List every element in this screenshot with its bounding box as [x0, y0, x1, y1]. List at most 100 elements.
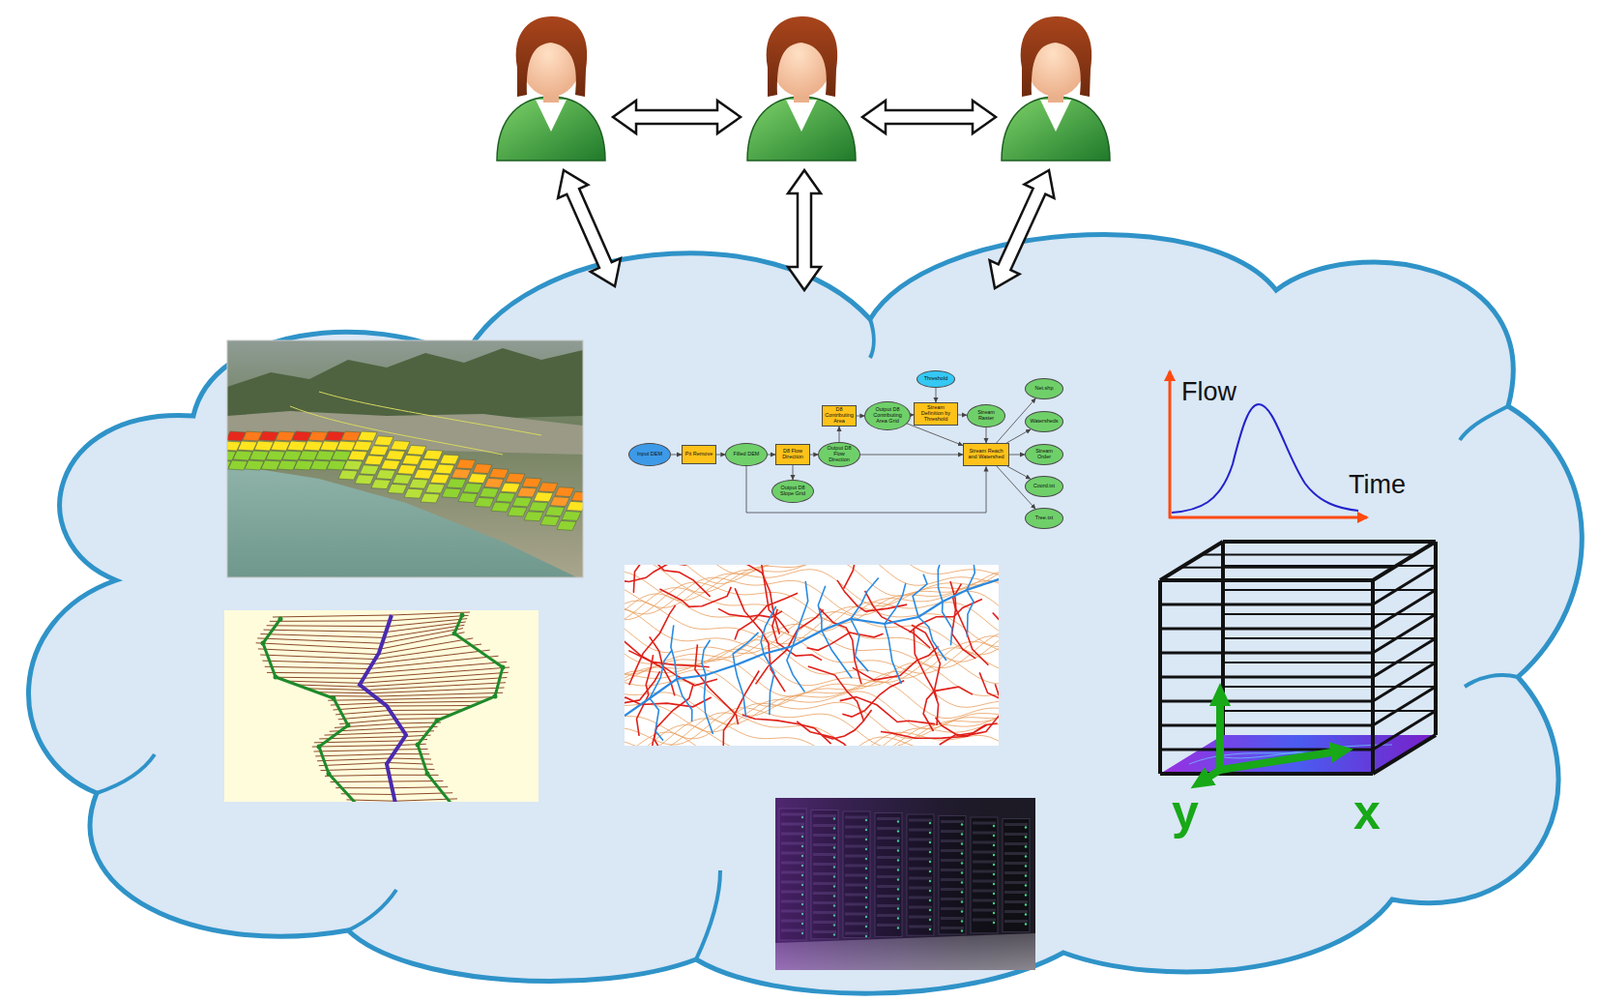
ridge-line: [624, 564, 687, 582]
connector: [746, 465, 987, 513]
connector: [860, 454, 963, 456]
cross-section-line: [314, 739, 428, 743]
grid-tile: [435, 464, 455, 474]
text-holder: Filled DEM: [729, 451, 763, 458]
grid-line: [1222, 588, 1436, 591]
grid-line: [1181, 566, 1395, 569]
grid-tile: [561, 510, 582, 521]
grid-tile: [408, 478, 429, 489]
grid-line: [1160, 541, 1223, 581]
cross-section-line: [272, 611, 470, 617]
grid-line: [1222, 685, 1436, 688]
stream-line: [676, 678, 693, 722]
contour-line: [624, 712, 999, 746]
data-ellipse: Output D8 Slope Grid: [771, 479, 814, 503]
text-holder: Output D8 Slope Grid: [776, 485, 810, 497]
ridge-line: [923, 686, 973, 731]
free-label: x: [1353, 785, 1381, 842]
stream-line: [649, 649, 672, 699]
grid-line: [1372, 541, 1436, 581]
data-ellipse: Coord.txt: [1024, 475, 1064, 497]
grid-tile: [380, 460, 401, 470]
cross-section-line: [284, 671, 509, 683]
grid-tile: [472, 464, 493, 474]
node-label: Output D8 Contributing Area Grid: [870, 407, 906, 424]
grid-line: [1160, 627, 1373, 631]
grid-tile: [338, 469, 358, 480]
grid-tile: [441, 488, 462, 498]
text-holder: Stream Definition by Threshold: [916, 405, 957, 422]
data-ellipse: Net.shp: [1024, 378, 1064, 400]
grid-tile: [387, 483, 408, 494]
stream-network-map: [624, 564, 999, 746]
stream-line: [884, 582, 906, 624]
bank-point: [435, 718, 440, 724]
grid-tile: [463, 483, 483, 494]
connector: [935, 387, 937, 403]
grid-line: [1160, 651, 1373, 655]
grid-tile: [451, 468, 471, 479]
ridge-line: [979, 669, 999, 699]
grid-tile: [371, 479, 391, 490]
ridge-line: [629, 605, 676, 685]
ridge-line: [992, 612, 999, 670]
ridge-line: [624, 697, 712, 707]
cloud-inner-curve: [348, 889, 397, 931]
grid-tile: [495, 492, 516, 502]
grid-line: [1222, 661, 1436, 664]
contour: [290, 406, 503, 455]
stream-line: [701, 640, 711, 675]
text-holder: Output D8 Contributing Area Grid: [870, 407, 906, 424]
grid-line: [1372, 613, 1436, 653]
process-box: D8 Contributing Area: [821, 405, 857, 427]
frame: [227, 340, 583, 578]
grid-tile: [343, 460, 363, 470]
node-label: Pit Remove: [683, 451, 715, 458]
grid-line: [1372, 589, 1436, 629]
connector: [716, 454, 726, 456]
grid-tile: [418, 459, 438, 469]
terrain-slab: [1160, 734, 1436, 774]
bank-point: [317, 744, 322, 750]
cloud-shape: [29, 234, 1583, 994]
stream-line: [937, 564, 943, 602]
grid-line: [1160, 724, 1373, 728]
stream-line: [817, 585, 826, 631]
grid-line: [1160, 771, 1373, 776]
text-holder: D8 Contributing Area: [823, 407, 855, 424]
grid-tile: [556, 520, 577, 530]
grid-tile: [354, 474, 375, 485]
bank-point: [500, 665, 506, 670]
process-box: Stream Reach and Watershed: [962, 442, 1010, 466]
grid-tile: [359, 465, 379, 475]
free-label: y: [1171, 785, 1199, 842]
ridge-line: [935, 717, 998, 736]
grid-tile: [364, 455, 384, 466]
grid-tile: [385, 450, 406, 461]
node-label: Watersheds: [1028, 418, 1059, 425]
connector: [1007, 465, 1031, 479]
ridge-line: [843, 564, 863, 589]
ridge-line: [633, 564, 659, 593]
grid-tile: [533, 492, 553, 502]
ridge-line: [734, 587, 786, 692]
cross-section-line: [263, 621, 466, 633]
stream-line: [942, 601, 953, 645]
connector: [958, 413, 967, 415]
grid-line: [1201, 552, 1415, 555]
free-label: Flow: [1181, 377, 1237, 408]
stream-line: [918, 616, 947, 661]
connector: [1009, 454, 1025, 456]
cross-section-line: [256, 632, 466, 649]
cross-section-line: [266, 661, 507, 673]
text-holder: Watersheds: [1028, 418, 1059, 425]
y-axis: [1198, 769, 1221, 784]
data-ellipse: Stream Order: [1024, 443, 1064, 466]
grid-line: [1160, 699, 1373, 703]
grid-tile: [439, 454, 460, 465]
stream-line: [884, 623, 902, 684]
grid-tile: [425, 483, 445, 494]
grid-tile: [522, 477, 542, 488]
node-label: Threshold: [921, 376, 952, 382]
grid-tile: [446, 478, 466, 489]
